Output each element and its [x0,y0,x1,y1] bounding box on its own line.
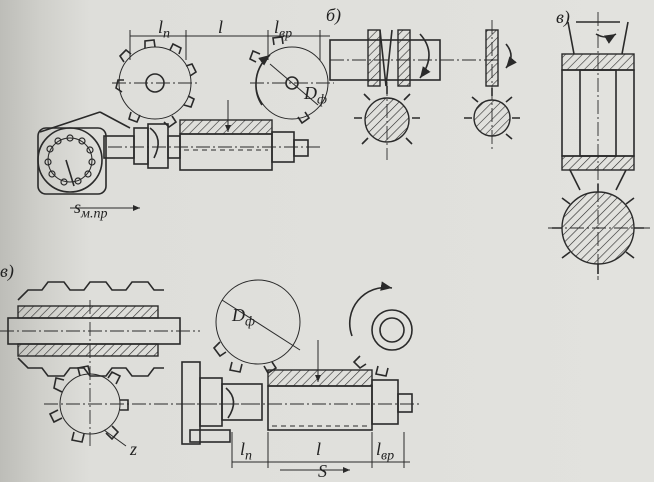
dim-d-f-bottom: Dф [232,305,255,330]
gear-z [44,300,250,447]
dimensions-a [70,30,330,211]
dim-l-vr-bottom: lвр [376,439,395,464]
hob-bottom [212,279,321,382]
indexing-plate [37,111,131,195]
dim-l-vr-top: lвр [274,17,293,42]
z-label: z [130,439,138,459]
scheme-a [37,30,334,211]
dim-l-top: l [218,17,224,37]
panel-b-label: б) [326,5,342,25]
dim-d-f-top: Dф [304,83,327,108]
s-bottom-label: S [318,461,327,481]
panel-g-label: в) [0,261,14,281]
dimensions-g [231,432,410,473]
feed-top-label: sм.пр [74,197,108,222]
scheme-g [0,279,420,473]
scheme-b [329,20,520,160]
panel-v-label: в) [556,7,570,27]
dim-l-n-bottom: lп [240,439,253,464]
dim-l-n-top: lп [158,17,171,42]
dim-l-bottom: l [316,439,322,459]
arbor-a [103,119,322,171]
hob-right-g [348,281,413,377]
scheme-v [548,12,650,280]
arbor-g [180,361,420,445]
worm-left [0,281,200,377]
hob-right-a [248,36,334,125]
hob-left-a [112,39,200,129]
